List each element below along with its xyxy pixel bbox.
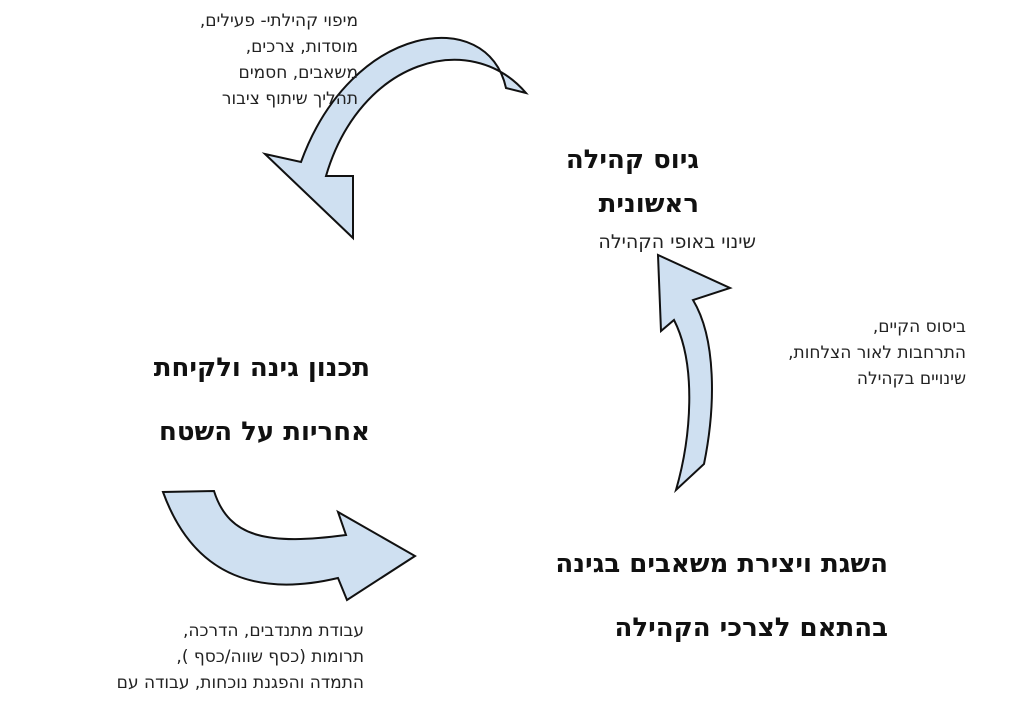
note-volunteers: עבודת מתנדבים, הדרכה, תרומות (כסף שווה/כ… [117,618,364,696]
note-line: שינויים בקהילה [856,369,966,389]
note-line: תרומות (כסף שווה/כסף ), [176,647,364,667]
stage-garden-planning: תכנון גינה ולקיחת אחריות על השטח [154,336,370,464]
arrow-top-curved [261,36,529,241]
stage-title-line: השגת ויצירת משאבים בגינה [555,549,888,579]
note-line: מיפוי קהילתי- פעילים, [199,11,358,31]
stage-title-line: בהתאם לצרכי הקהילה [614,613,888,643]
note-line: התמדה והפגנת נוכחות, עבודה עם [116,673,364,693]
note-line: מוסדות, צרכים, [245,37,358,57]
arrow-bottom-curved [161,489,417,602]
stage-title-line: אחריות על השטח [158,417,370,447]
note-line: התרחבות לאור הצלחות, [788,343,966,363]
stage-initial-recruitment: גיוס קהילה ראשונית [566,138,699,226]
note-line: ביסוס הקיים, [872,317,966,337]
stage-title-line: ראשונית [598,189,699,219]
arrow-right-curved [656,253,733,494]
note-consolidation: ביסוס הקיים, התרחבות לאור הצלחות, שינויי… [788,314,966,392]
stage-title-line: גיוס קהילה [565,145,699,175]
stage-resources: השגת ויצירת משאבים בגינה בהתאם לצרכי הקה… [555,532,888,660]
note-community-mapping: מיפוי קהילתי- פעילים, מוסדות, צרכים, משא… [200,8,358,112]
note-line: עבודת מתנדבים, הדרכה, [183,621,364,641]
note-line: משאבים, חסמים [238,63,358,83]
stage-title-line: תכנון גינה ולקיחת [153,353,370,383]
note-line: תהליך שיתוף ציבור [221,89,358,109]
stage-initial-subtitle: שינוי באופי הקהילה [598,231,756,253]
